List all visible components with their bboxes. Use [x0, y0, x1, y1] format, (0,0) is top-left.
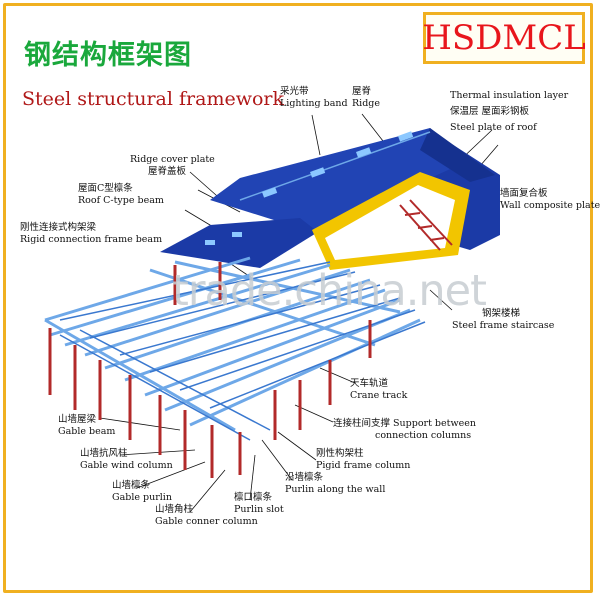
- outer-frame: [3, 3, 593, 593]
- interior-cutaway: [325, 185, 455, 260]
- label-thermal-insulation: Thermal insulation layer 保温层 屋面彩钢板 Steel…: [450, 90, 569, 133]
- label-support-columns: 连接柱间支撑 Support between connection column…: [333, 418, 476, 441]
- purlins: [59, 261, 426, 441]
- title-english: Steel structural framework: [22, 88, 285, 110]
- lighting-band-windows: [261, 131, 414, 198]
- interior-staircase: [399, 199, 453, 251]
- brand-badge: HSDMCL: [422, 12, 586, 64]
- watermark: trade.china.net: [172, 266, 487, 316]
- lower-lighting-windows: [205, 232, 242, 245]
- upper-roof-left: [210, 128, 470, 232]
- upper-roof-right: [420, 128, 495, 182]
- red-columns: [48, 262, 372, 478]
- title-chinese: 钢结构框架图: [24, 40, 192, 71]
- lower-roof: [160, 218, 318, 268]
- brand-name: HSDMCL: [422, 18, 586, 58]
